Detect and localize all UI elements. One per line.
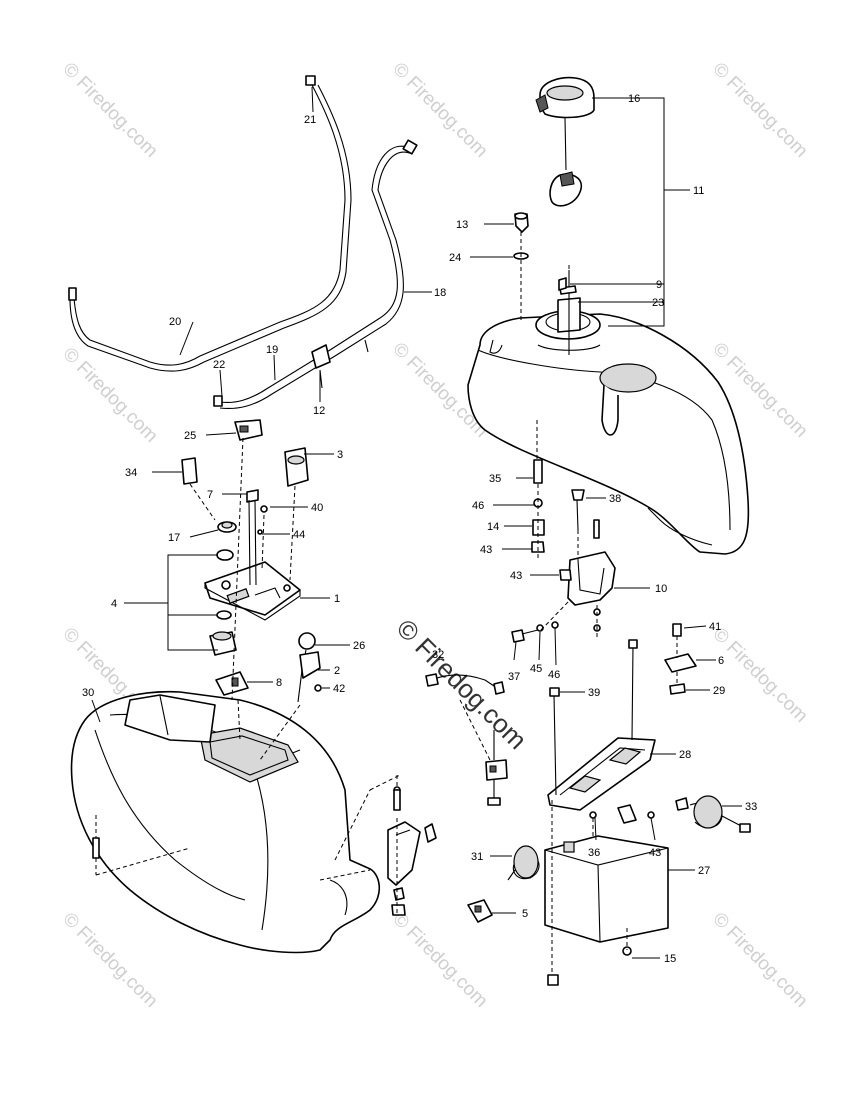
callout-40: 40 bbox=[311, 502, 323, 514]
callout-39: 39 bbox=[588, 687, 600, 699]
callout-32: 32 bbox=[432, 649, 444, 661]
callout-2: 2 bbox=[334, 665, 340, 677]
mount-bracket bbox=[92, 774, 437, 916]
callout-19: 19 bbox=[266, 344, 278, 356]
callout-44: 44 bbox=[293, 529, 305, 541]
callout-18: 18 bbox=[434, 287, 446, 299]
callout-16: 16 bbox=[628, 93, 640, 105]
callout-3: 3 bbox=[337, 449, 343, 461]
callout-25: 25 bbox=[184, 430, 196, 442]
callout-5: 5 bbox=[522, 908, 528, 920]
callout-36: 36 bbox=[588, 847, 600, 859]
callout-17: 17 bbox=[168, 532, 180, 544]
callout-1: 1 bbox=[334, 593, 340, 605]
watermark: © Firedog.com bbox=[388, 909, 491, 1012]
callout-6: 6 bbox=[718, 655, 724, 667]
callout-14: 14 bbox=[487, 521, 499, 533]
callout-42: 42 bbox=[333, 683, 345, 695]
callout-20: 20 bbox=[169, 316, 181, 328]
watermark: © Firedog.com bbox=[58, 344, 161, 447]
callout-8: 8 bbox=[276, 677, 282, 689]
callout-22: 22 bbox=[213, 359, 225, 371]
battery-area bbox=[425, 420, 751, 986]
fuel-tank bbox=[467, 270, 750, 555]
callout-15: 15 bbox=[664, 953, 676, 965]
callout-7: 7 bbox=[207, 489, 213, 501]
callout-43: 43 bbox=[510, 570, 522, 582]
callout-33: 33 bbox=[745, 801, 757, 813]
callout-29: 29 bbox=[713, 685, 725, 697]
callout-27: 27 bbox=[698, 865, 710, 877]
callout-21: 21 bbox=[304, 114, 316, 126]
watermark-center: © Firedog.com bbox=[391, 613, 533, 755]
callout-45: 45 bbox=[530, 663, 542, 675]
watermark: © Firedog.com bbox=[708, 59, 811, 162]
fender-panel bbox=[70, 690, 380, 954]
callout-46: 46 bbox=[548, 669, 560, 681]
callout-35: 35 bbox=[489, 473, 501, 485]
vent-valve bbox=[513, 212, 570, 320]
callout-13: 13 bbox=[456, 219, 468, 231]
callout-38: 38 bbox=[609, 493, 621, 505]
callout-43: 43 bbox=[480, 544, 492, 556]
callout-37: 37 bbox=[508, 671, 520, 683]
callout-labels: 1 2 3 4 5 6 7 8 9 10 11 12 13 14 15 16 1… bbox=[82, 93, 757, 965]
callout-28: 28 bbox=[679, 749, 691, 761]
callout-26: 26 bbox=[353, 640, 365, 652]
callout-24: 24 bbox=[449, 252, 461, 264]
callout-23: 23 bbox=[652, 297, 664, 309]
fuel-cap bbox=[535, 76, 595, 207]
callout-43: 43 bbox=[649, 847, 661, 859]
callout-46: 46 bbox=[472, 500, 484, 512]
fuel-hoses bbox=[68, 75, 418, 410]
callout-34: 34 bbox=[125, 467, 137, 479]
callout-4: 4 bbox=[111, 598, 117, 610]
callout-9: 9 bbox=[656, 279, 662, 291]
watermark: © Firedog.com bbox=[708, 909, 811, 1012]
callout-11: 11 bbox=[693, 185, 704, 197]
callout-30: 30 bbox=[82, 687, 94, 699]
callout-31: 31 bbox=[471, 851, 483, 863]
callout-12: 12 bbox=[313, 405, 325, 417]
watermark: © Firedog.com bbox=[58, 59, 161, 162]
callout-10: 10 bbox=[655, 583, 667, 595]
leader-lines bbox=[91, 86, 742, 959]
callout-41: 41 bbox=[709, 621, 721, 633]
watermark: © Firedog.com bbox=[708, 624, 811, 727]
watermark: © Firedog.com bbox=[58, 909, 161, 1012]
